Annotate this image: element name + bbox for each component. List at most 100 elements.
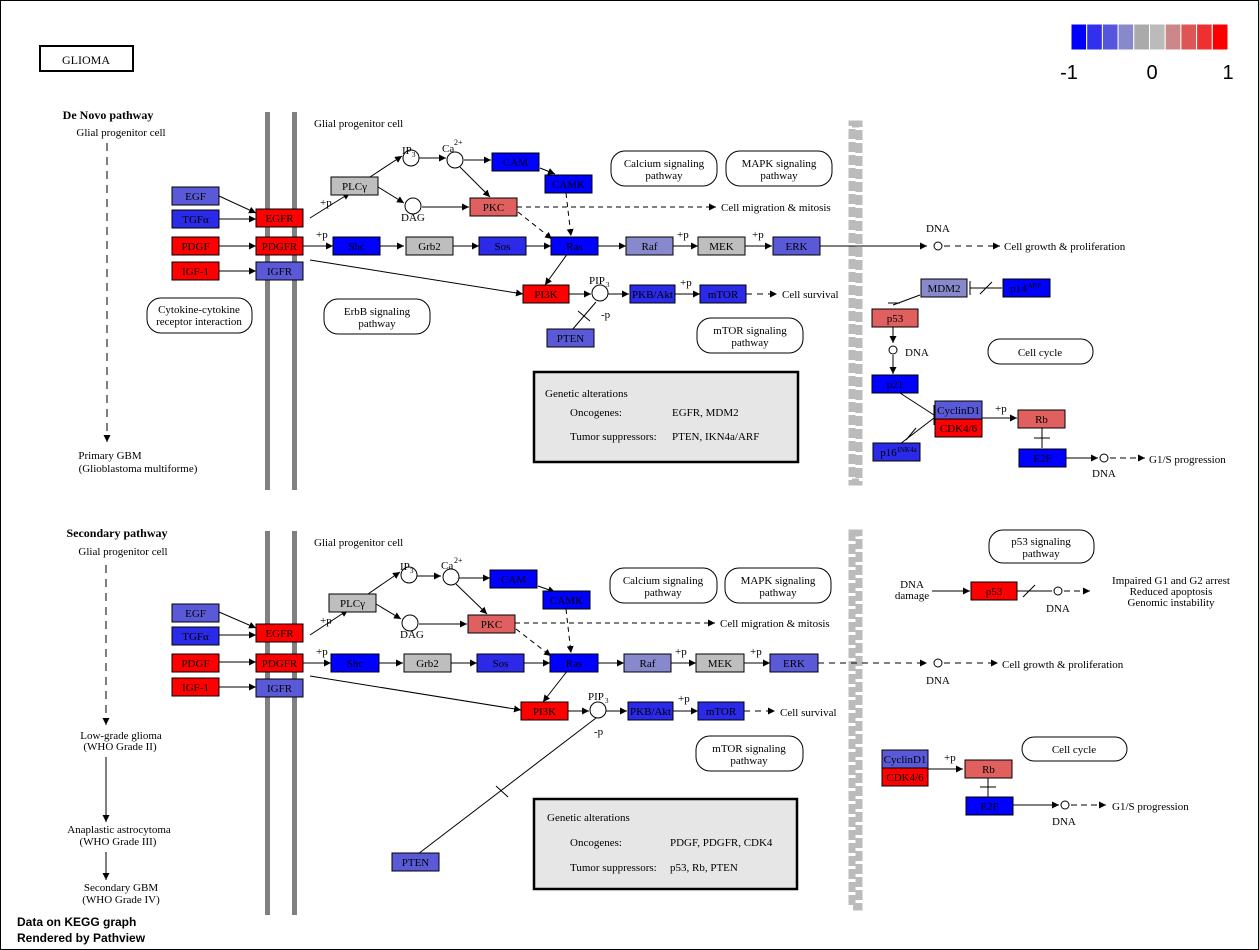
- gene-node-igf1[interactable]: IGF-1: [171, 677, 220, 697]
- gene-box[interactable]: [330, 176, 379, 196]
- mtor-pathway-box[interactable]: [696, 317, 804, 354]
- gene-node-plcy[interactable]: PLCγ: [330, 176, 379, 196]
- gene-node-sos[interactable]: Sos: [476, 653, 525, 673]
- gene-node-pi3k[interactable]: PI3K: [522, 284, 570, 304]
- gene-node-mek[interactable]: MEK: [695, 653, 745, 673]
- gene-box[interactable]: [332, 236, 381, 256]
- gene-box[interactable]: [255, 208, 304, 228]
- gene-box[interactable]: [550, 236, 599, 256]
- gene-node-egf[interactable]: EGF: [171, 186, 220, 206]
- gene-node-pten[interactable]: PTEN: [391, 852, 440, 872]
- gene-box[interactable]: [970, 581, 1018, 601]
- gene-node-pdgf[interactable]: PDGF: [171, 236, 220, 256]
- gene-node-camk[interactable]: CAMK: [542, 590, 591, 610]
- gene-box[interactable]: [171, 236, 220, 256]
- mapk-pathway-box[interactable]: [725, 150, 833, 187]
- cell-cycle-pathway-box[interactable]: [987, 338, 1094, 365]
- gene-box[interactable]: [255, 653, 304, 673]
- gene-box[interactable]: [546, 328, 595, 348]
- gene-node-raf[interactable]: Raf: [625, 236, 674, 256]
- linked-pathway-boxes[interactable]: Calcium signaling pathway MAPK signaling…: [609, 529, 1128, 772]
- gene-box[interactable]: [469, 197, 518, 217]
- gene-node-cdk46[interactable]: CDK4/6: [881, 767, 929, 787]
- gene-box[interactable]: [1018, 448, 1067, 468]
- gene-box[interactable]: [405, 236, 454, 256]
- gene-node-cyclind1[interactable]: CyclinD1: [934, 400, 983, 420]
- gene-box[interactable]: [171, 209, 220, 229]
- gene-node-cdk46[interactable]: CDK4/6: [934, 418, 983, 438]
- gene-box[interactable]: [489, 569, 538, 589]
- gene-box[interactable]: [920, 278, 968, 298]
- gene-box[interactable]: [522, 284, 570, 304]
- gene-box[interactable]: [255, 678, 304, 698]
- gene-node-cyclind1[interactable]: CyclinD1: [881, 749, 929, 769]
- gene-node-mdm2[interactable]: MDM2: [920, 278, 968, 298]
- gene-box[interactable]: [171, 186, 220, 206]
- gene-box[interactable]: [699, 284, 747, 304]
- gene-box[interactable]: [328, 593, 377, 613]
- gene-box[interactable]: [934, 418, 983, 438]
- gene-box[interactable]: [171, 653, 220, 673]
- erbb-pathway-box[interactable]: [323, 298, 431, 335]
- gene-node-pi3k[interactable]: PI3K: [520, 701, 569, 721]
- gene-node-cam[interactable]: CAM: [489, 569, 538, 589]
- gene-node-mek[interactable]: MEK: [697, 236, 746, 256]
- gene-box[interactable]: [476, 653, 525, 673]
- gene-node-p21[interactable]: p21: [871, 374, 919, 394]
- gene-node-igf1[interactable]: IGF-1: [171, 261, 220, 281]
- gene-node-e2f[interactable]: E2F: [1018, 448, 1067, 468]
- gene-box[interactable]: [478, 236, 527, 256]
- mtor-pathway-box[interactable]: [695, 735, 804, 772]
- gene-box[interactable]: [871, 308, 919, 328]
- gene-node-cam[interactable]: CAM: [491, 152, 540, 172]
- gene-box[interactable]: [544, 174, 593, 194]
- gene-node-pten[interactable]: PTEN: [546, 328, 595, 348]
- linked-pathway-boxes[interactable]: Cytokine-cytokine receptor interaction E…: [146, 150, 1094, 365]
- gene-node-pkc[interactable]: PKC: [467, 614, 516, 634]
- gene-node-egfr[interactable]: EGFR: [255, 208, 304, 228]
- gene-box[interactable]: [330, 653, 380, 673]
- cytokine-pathway-box[interactable]: [146, 297, 253, 334]
- mapk-pathway-box[interactable]: [724, 567, 832, 604]
- gene-box[interactable]: [171, 261, 220, 281]
- gene-node-p53[interactable]: p53: [871, 308, 919, 328]
- gene-box[interactable]: [697, 236, 746, 256]
- gene-node-pdgf[interactable]: PDGF: [171, 653, 220, 673]
- gene-node-pkc[interactable]: PKC: [469, 197, 518, 217]
- gene-box[interactable]: [171, 626, 220, 646]
- gene-box[interactable]: [872, 442, 921, 462]
- gene-node-ras[interactable]: Ras: [550, 236, 599, 256]
- gene-box[interactable]: [549, 653, 599, 673]
- gene-node-camk[interactable]: CAMK: [544, 174, 593, 194]
- gene-box[interactable]: [520, 701, 569, 721]
- gene-node-sos[interactable]: Sos: [478, 236, 527, 256]
- gene-node-grb2[interactable]: Grb2: [403, 653, 452, 673]
- gene-node-igfr[interactable]: IGFR: [255, 261, 304, 281]
- gene-node-tgfa[interactable]: TGFα: [171, 209, 220, 229]
- gene-node-grb2[interactable]: Grb2: [405, 236, 454, 256]
- gene-box[interactable]: [625, 236, 674, 256]
- gene-box[interactable]: [403, 653, 452, 673]
- p53-pathway-box[interactable]: [988, 529, 1095, 564]
- gene-box[interactable]: [542, 590, 591, 610]
- gene-box[interactable]: [965, 796, 1014, 816]
- gene-box[interactable]: [627, 701, 674, 721]
- gene-node-igfr[interactable]: IGFR: [255, 678, 304, 698]
- gene-node-ras[interactable]: Ras: [549, 653, 599, 673]
- gene-box[interactable]: [255, 261, 304, 281]
- gene-node-pkb[interactable]: PKB/Akt: [629, 284, 676, 304]
- gene-box[interactable]: [769, 653, 819, 673]
- gene-box[interactable]: [171, 677, 220, 697]
- calcium-pathway-box[interactable]: [610, 150, 718, 187]
- gene-node-pdgfr[interactable]: PDGFR: [255, 653, 304, 673]
- gene-box[interactable]: [629, 284, 676, 304]
- gene-node-e2f[interactable]: E2F: [965, 796, 1014, 816]
- gene-node-tgfa[interactable]: TGFα: [171, 626, 220, 646]
- gene-node-pdgfr[interactable]: PDGFR: [255, 236, 304, 256]
- gene-box[interactable]: [871, 374, 919, 394]
- gene-box[interactable]: [467, 614, 516, 634]
- gene-node-erk[interactable]: ERK: [769, 653, 819, 673]
- gene-box[interactable]: [171, 603, 220, 623]
- gene-node-egf[interactable]: EGF: [171, 603, 220, 623]
